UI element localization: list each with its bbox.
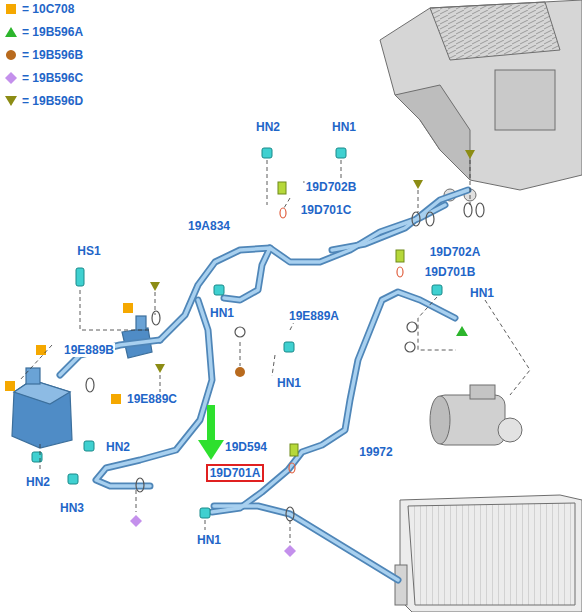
hvac-housing bbox=[380, 0, 582, 201]
legend-text: = 19B596A bbox=[22, 25, 83, 39]
legend-symbol bbox=[4, 48, 18, 62]
legend-symbol bbox=[5, 72, 17, 84]
legend-entry: = 10C708 bbox=[4, 1, 74, 17]
fastener-callout: HN1 bbox=[469, 286, 495, 300]
fastener-callout: HN1 bbox=[209, 306, 235, 320]
part-number: 19D702A bbox=[429, 245, 482, 259]
part-number: 19D702B bbox=[305, 180, 358, 194]
legend-entry: = 19B596A bbox=[4, 24, 83, 40]
part-number: 19D701A bbox=[210, 466, 261, 480]
legend-entry: = 19B596C bbox=[4, 70, 83, 86]
seal-rings bbox=[86, 203, 484, 521]
compressor bbox=[430, 385, 522, 445]
legend-entry: = 19B596D bbox=[4, 93, 83, 109]
pointer-arrow bbox=[198, 405, 224, 460]
part-number: 19E889C bbox=[126, 392, 178, 406]
fastener-callout: HN3 bbox=[59, 501, 85, 515]
fastener-callout: HN2 bbox=[105, 440, 131, 454]
legend-text: = 19B596B bbox=[22, 48, 83, 62]
legend-symbol bbox=[6, 50, 16, 60]
part-symbols bbox=[5, 150, 475, 557]
refrigerant-lines bbox=[60, 190, 468, 580]
fastener-callout: HN2 bbox=[255, 120, 281, 134]
fastener-callout: HN1 bbox=[276, 376, 302, 390]
legend-symbol bbox=[4, 71, 18, 85]
legend-text: = 10C708 bbox=[22, 2, 74, 16]
fastener-icons bbox=[32, 148, 442, 518]
legend-symbol bbox=[6, 4, 16, 14]
part-number: 19E889B bbox=[63, 343, 115, 357]
legend-symbol bbox=[5, 27, 17, 37]
part-number: 19972 bbox=[358, 445, 393, 459]
part-number: 19E889A bbox=[288, 309, 340, 323]
legend-symbol bbox=[4, 25, 18, 39]
accumulator bbox=[12, 368, 72, 448]
legend-symbol bbox=[5, 96, 17, 106]
fastener-callout: HS1 bbox=[76, 244, 101, 258]
condenser bbox=[395, 495, 582, 612]
legend-text: = 19B596D bbox=[22, 94, 83, 108]
part-number: 19D701B bbox=[424, 265, 477, 279]
highlight-box: 19D701A bbox=[206, 464, 265, 482]
part-number: 19A834 bbox=[187, 219, 231, 233]
legend-text: = 19B596C bbox=[22, 71, 83, 85]
fastener-callout: HN2 bbox=[25, 475, 51, 489]
legend-symbol bbox=[4, 94, 18, 108]
part-number: 19D701C bbox=[300, 203, 353, 217]
fastener-callout: HN1 bbox=[196, 533, 222, 547]
fastener-callout: HN1 bbox=[331, 120, 357, 134]
expansion-valve bbox=[122, 316, 152, 358]
leader-lines bbox=[20, 160, 530, 543]
legend-symbol bbox=[4, 2, 18, 16]
legend-entry: = 19B596B bbox=[4, 47, 83, 63]
part-number: 19D594 bbox=[224, 440, 268, 454]
